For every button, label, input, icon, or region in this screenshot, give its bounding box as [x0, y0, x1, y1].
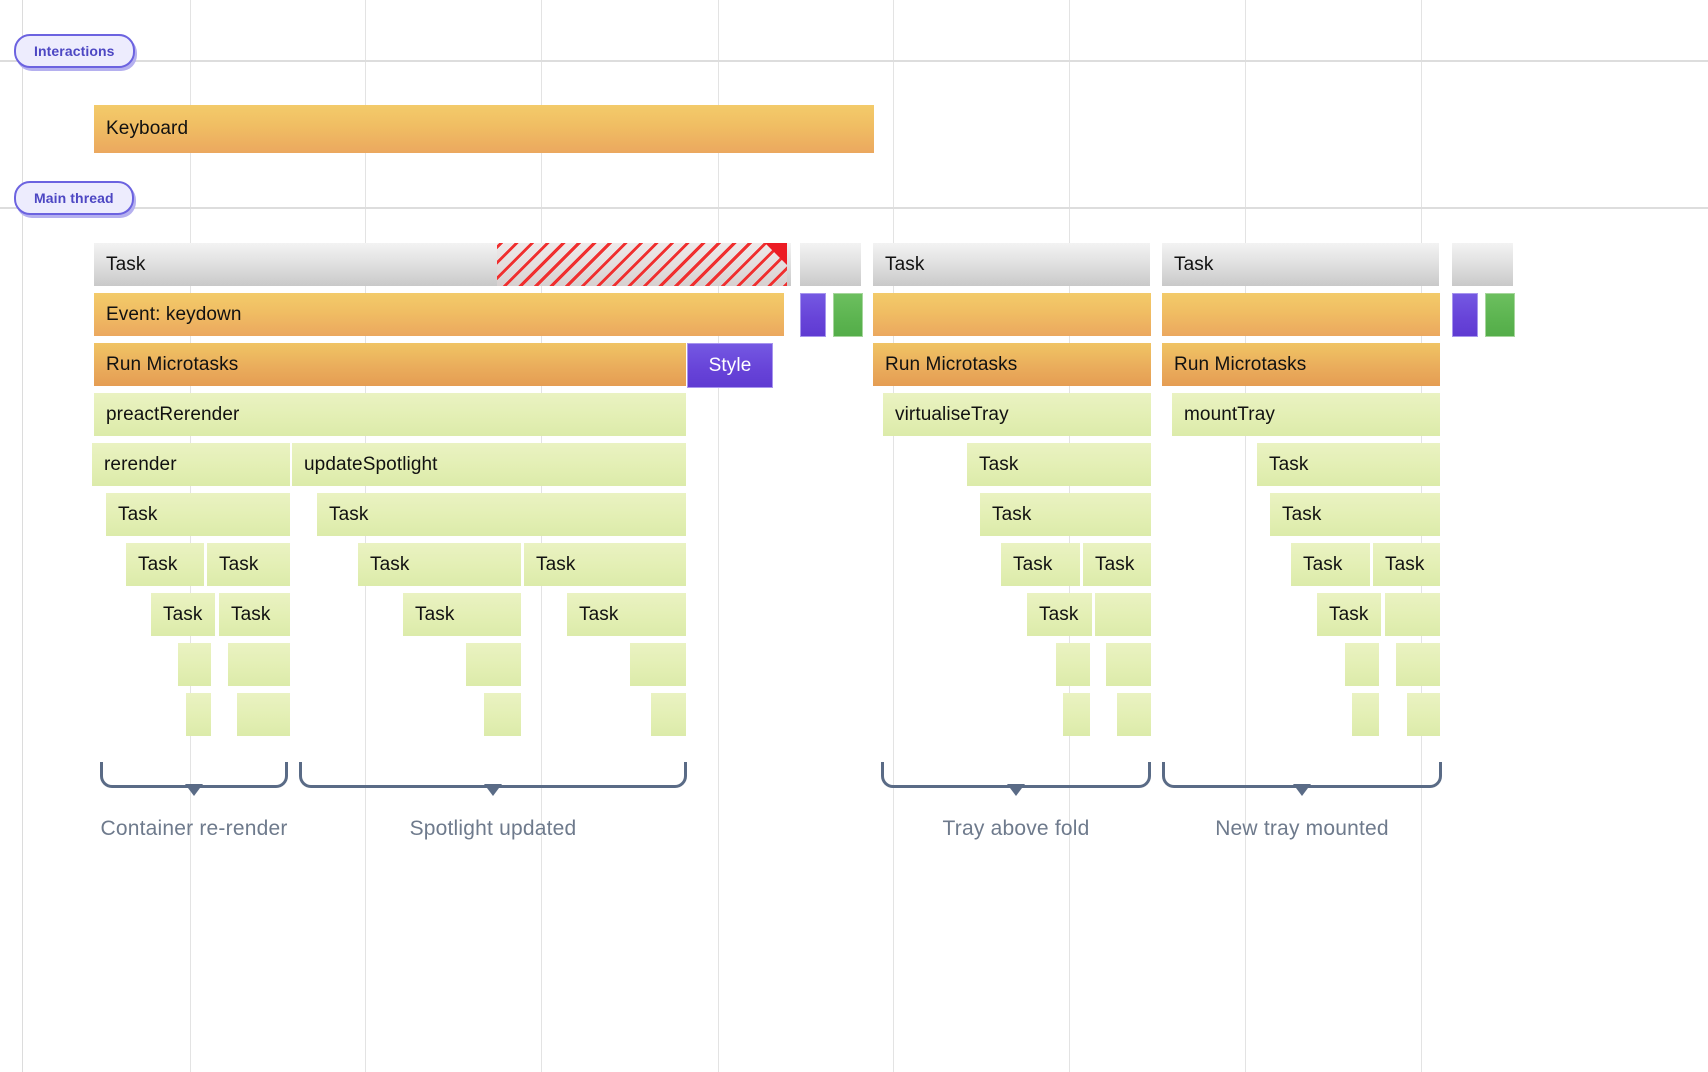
flame-frame-unlabeled[interactable] — [800, 243, 862, 286]
flame-frame[interactable]: preactRerender — [94, 393, 686, 436]
flame-frame[interactable]: Task — [967, 443, 1151, 486]
annotation-brace-tray-above-fold — [881, 762, 1151, 788]
track-label-main-thread[interactable]: Main thread — [14, 181, 134, 215]
gridline-1 — [190, 0, 191, 1072]
flame-frame[interactable]: Task — [980, 493, 1151, 536]
long-task-warning-overlay[interactable] — [497, 243, 787, 286]
flame-frame-unlabeled[interactable] — [186, 693, 211, 736]
annotation-label-tray-above-fold: Tray above fold — [942, 817, 1090, 840]
gridline-4 — [718, 0, 719, 1072]
gridline-8 — [1421, 0, 1422, 1072]
flame-frame-unlabeled[interactable] — [237, 693, 290, 736]
gridline-3 — [541, 0, 542, 1072]
flame-frame-unlabeled[interactable] — [1063, 693, 1090, 736]
flame-frame-unlabeled[interactable] — [630, 643, 686, 686]
flame-frame-unlabeled[interactable] — [1352, 693, 1379, 736]
flame-frame[interactable]: Task — [207, 543, 290, 586]
flame-frame[interactable]: Task — [524, 543, 686, 586]
flame-frame[interactable]: Run Microtasks — [94, 343, 686, 386]
flame-frame[interactable]: Task — [151, 593, 215, 636]
gridline-6 — [1069, 0, 1070, 1072]
flame-frame[interactable]: Task — [1270, 493, 1440, 536]
annotation-label-container-re-render: Container re-render — [100, 817, 288, 840]
flame-frame[interactable]: Task — [1373, 543, 1440, 586]
flame-frame[interactable]: Style — [687, 343, 773, 388]
flame-frame[interactable]: Task — [873, 243, 1151, 286]
flame-frame[interactable]: Task — [1162, 243, 1440, 286]
flame-frame-unlabeled[interactable] — [833, 293, 863, 337]
track-separator-main-thread — [0, 207, 1708, 209]
flame-frame[interactable]: rerender — [92, 443, 290, 486]
flame-frame-unlabeled[interactable] — [1407, 693, 1440, 736]
flame-frame[interactable]: Task — [403, 593, 521, 636]
flame-frame[interactable]: Task — [1027, 593, 1092, 636]
flame-frame-unlabeled[interactable] — [1162, 293, 1440, 336]
annotation-label-new-tray-mounted: New tray mounted — [1215, 817, 1389, 840]
flame-frame[interactable]: Task — [1001, 543, 1080, 586]
flame-frame-unlabeled[interactable] — [1106, 643, 1151, 686]
flame-frame[interactable]: Run Microtasks — [1162, 343, 1440, 386]
gridline-0 — [22, 0, 23, 1072]
flame-frame[interactable]: mountTray — [1172, 393, 1440, 436]
flame-frame[interactable]: Run Microtasks — [873, 343, 1151, 386]
flame-frame-unlabeled[interactable] — [466, 643, 521, 686]
flame-frame-unlabeled[interactable] — [1095, 593, 1151, 636]
flame-frame[interactable]: updateSpotlight — [292, 443, 686, 486]
flame-frame-unlabeled[interactable] — [1117, 693, 1151, 736]
gridline-5 — [893, 0, 894, 1072]
track-label-interactions[interactable]: Interactions — [14, 34, 135, 68]
interaction-entry[interactable]: Keyboard — [94, 105, 874, 153]
flame-frame[interactable]: Task — [1083, 543, 1151, 586]
long-task-triangle-icon — [765, 243, 787, 265]
gridline-2 — [365, 0, 366, 1072]
flame-frame-unlabeled[interactable] — [1396, 643, 1440, 686]
annotation-label-spotlight-updated: Spotlight updated — [409, 817, 577, 840]
flame-frame[interactable]: Task — [219, 593, 290, 636]
flame-frame[interactable]: Task — [1317, 593, 1381, 636]
flame-frame-unlabeled[interactable] — [651, 693, 686, 736]
flame-frame-unlabeled[interactable] — [1452, 293, 1478, 337]
flame-frame-unlabeled[interactable] — [1345, 643, 1379, 686]
flame-frame[interactable]: Task — [1257, 443, 1440, 486]
flame-frame[interactable]: Task — [1291, 543, 1370, 586]
flame-frame-unlabeled[interactable] — [484, 693, 521, 736]
flame-frame-unlabeled[interactable] — [800, 293, 826, 337]
flame-frame[interactable]: Task — [317, 493, 686, 536]
flame-frame-unlabeled[interactable] — [1385, 593, 1440, 636]
flame-frame-unlabeled[interactable] — [1485, 293, 1515, 337]
annotation-brace-container-re-render — [100, 762, 288, 788]
flame-frame[interactable]: Task — [106, 493, 290, 536]
flame-frame-unlabeled[interactable] — [178, 643, 211, 686]
flame-frame-unlabeled[interactable] — [1056, 643, 1090, 686]
gridline-7 — [1245, 0, 1246, 1072]
flame-frame-unlabeled[interactable] — [1452, 243, 1514, 286]
track-separator-interactions — [0, 60, 1708, 62]
annotation-brace-spotlight-updated — [299, 762, 687, 788]
flame-frame[interactable]: Task — [567, 593, 686, 636]
flame-frame-unlabeled[interactable] — [228, 643, 290, 686]
flame-frame[interactable]: Task — [358, 543, 521, 586]
flame-frame-unlabeled[interactable] — [873, 293, 1151, 336]
flame-frame[interactable]: virtualiseTray — [883, 393, 1151, 436]
annotation-brace-new-tray-mounted — [1162, 762, 1442, 788]
flame-frame[interactable]: Task — [126, 543, 204, 586]
flame-frame[interactable]: Event: keydown — [94, 293, 784, 336]
